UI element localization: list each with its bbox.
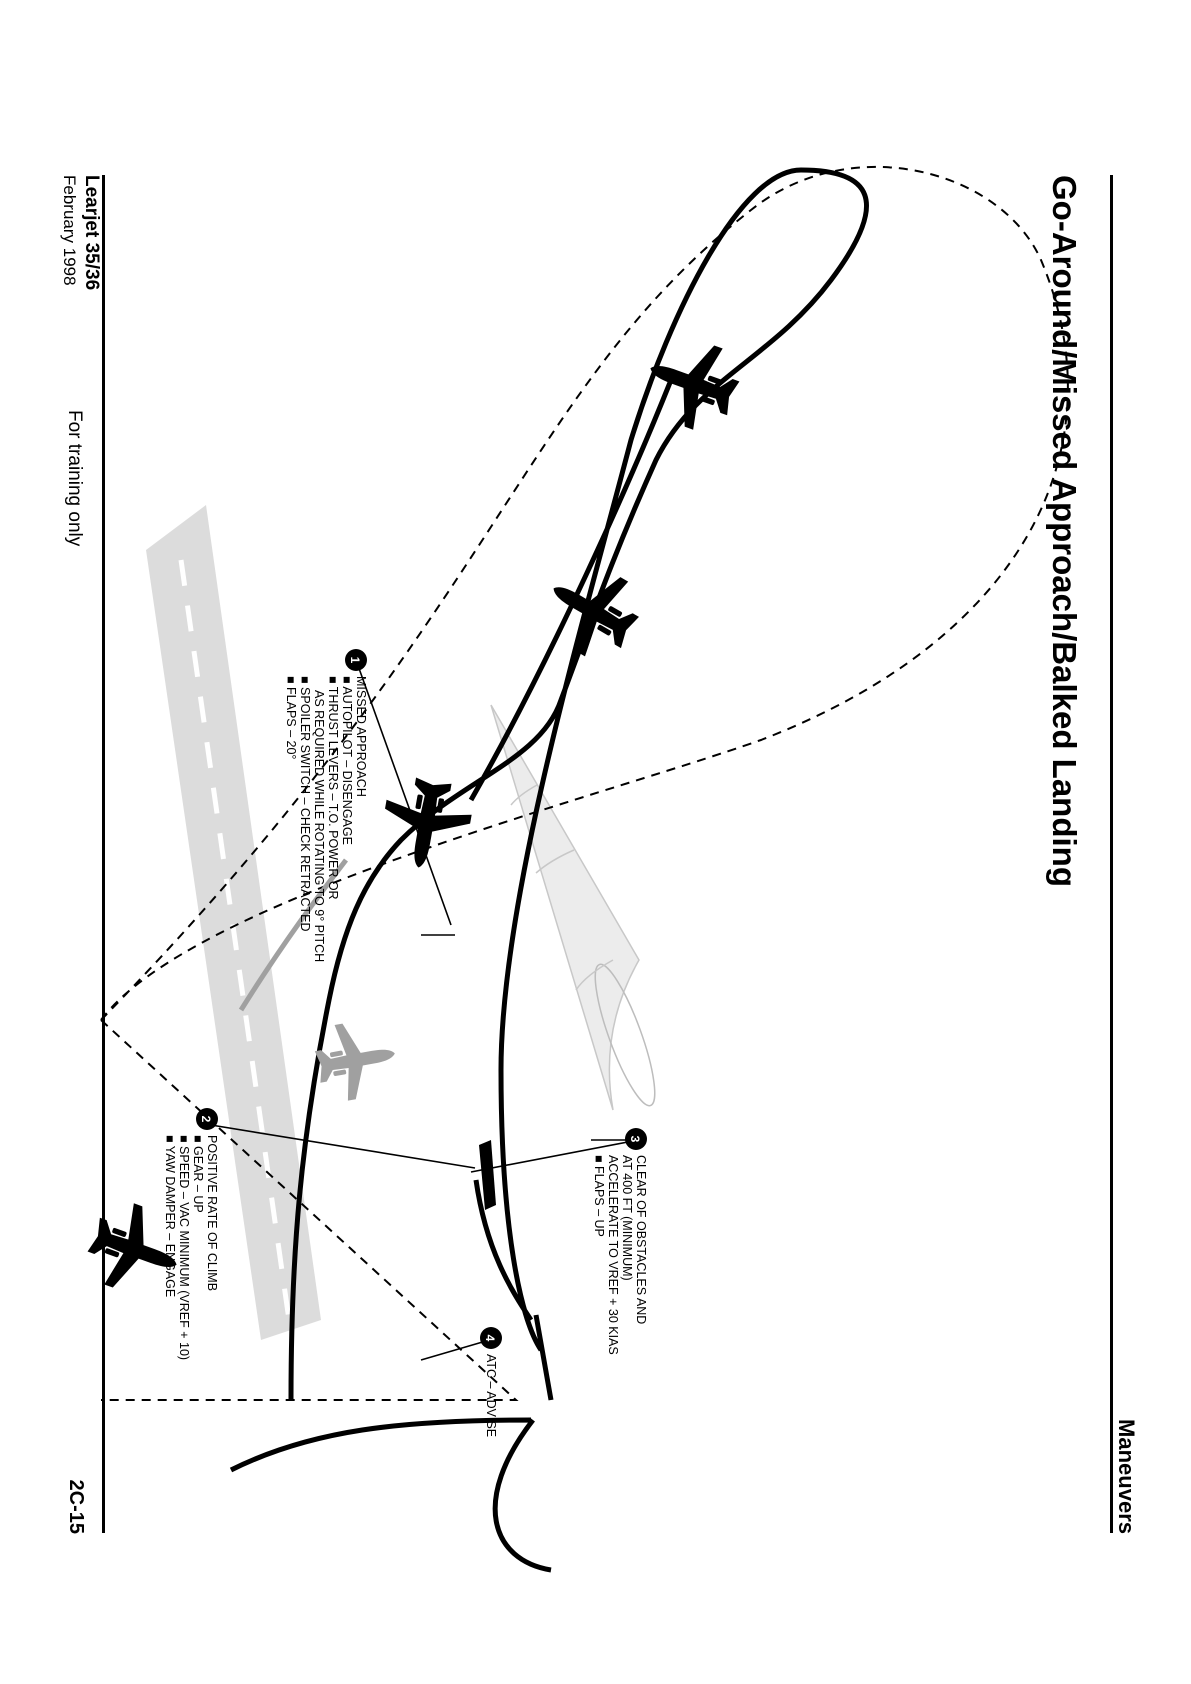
callout-number-icon: 1 2 3 4 — [196, 649, 647, 1349]
page-number: 2C-15 — [65, 1479, 87, 1534]
svg-text:3: 3 — [628, 1136, 642, 1143]
callout-clear-of-obstacles: CLEAR OF OBSTACLES AND AT 400 FT (MINIMU… — [592, 1155, 648, 1355]
footer-date: February 1998 — [60, 175, 79, 286]
balked-landing-path — [238, 858, 348, 1012]
footer-note: For training only — [64, 410, 85, 547]
svg-text:2: 2 — [199, 1116, 213, 1123]
svg-text:1: 1 — [348, 657, 362, 664]
footer-rule — [102, 175, 105, 1533]
callout-missed-approach: MISSED APPROACH ■ AUTOPILOT – DISENGAGE … — [284, 676, 368, 963]
callout-positive-rate: POSITIVE RATE OF CLIMB ■ GEAR – UP ■ SPE… — [163, 1135, 219, 1361]
aircraft-silhouette-icon — [479, 1140, 496, 1210]
aircraft-silhouette-icon — [375, 773, 477, 876]
callout-atc: ATC – ADVISE — [484, 1354, 498, 1438]
svg-text:4: 4 — [483, 1335, 497, 1342]
missed-approach-path — [100, 166, 1069, 1401]
footer-model: Learjet 35/36 — [81, 175, 102, 291]
flight-path — [288, 167, 870, 1401]
runway-icon — [146, 505, 321, 1340]
marker-beacon-cone-icon — [490, 704, 656, 1111]
callout-leaders — [210, 659, 634, 1361]
